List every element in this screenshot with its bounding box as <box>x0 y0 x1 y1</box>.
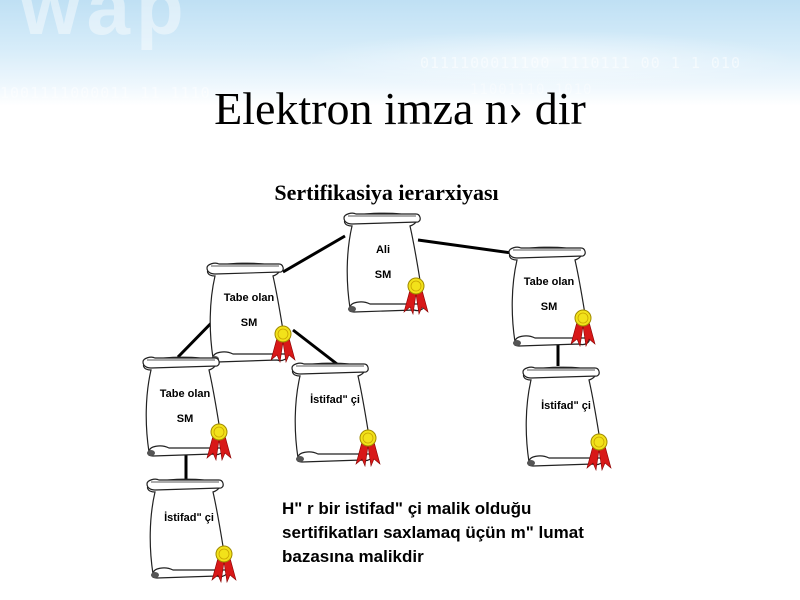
node-root-ca: Ali SM <box>343 212 429 315</box>
node-userright-label: İstifadʺ çi <box>541 399 591 412</box>
banner-binary-1: 0111100011100 1110111 00 1 1 010 <box>420 54 741 72</box>
node-root-line1: Ali <box>376 244 390 256</box>
node-userbottom-label: İstifadʺ çi <box>164 511 214 524</box>
node-subordinate-left2: Tabe olan SM <box>142 356 232 461</box>
edge-root-subright <box>417 238 513 255</box>
banner-glow <box>300 30 800 90</box>
note-line-2: sertifikatları saxlamaq üçün mʺ lumat <box>282 523 584 542</box>
node-user-middle: İstifadʺ çi <box>291 362 381 467</box>
banner-binary-3: 11001110 1010 <box>470 82 593 98</box>
scroll-icon <box>146 478 228 579</box>
node-subleft-line1: Tabe olan <box>224 292 275 304</box>
node-user-right: İstifadʺ çi <box>522 366 612 471</box>
banner-watermark: wap <box>20 0 190 51</box>
node-subleft2-line1: Tabe olan <box>160 388 211 400</box>
node-subordinate-right: Tabe olan SM <box>508 246 596 347</box>
node-usermid-label: İstifadʺ çi <box>310 393 360 406</box>
slide-title: Elektron imza n› dir <box>214 83 586 134</box>
diagram-subtitle: Sertifikasiya ierarxiyası <box>274 180 499 205</box>
node-user-bottom: İstifadʺ çi <box>146 478 237 583</box>
note-line-1: Hʺ r bir istifadʺ çi malik olduğu <box>282 499 532 518</box>
node-subleft-line2: SM <box>241 317 258 329</box>
connector-lines <box>176 234 560 480</box>
node-root-line2: SM <box>375 269 392 281</box>
node-subright-line1: Tabe olan <box>524 276 575 288</box>
edge-subleft-usermid <box>292 328 338 366</box>
edge-root-subleft <box>282 234 346 274</box>
banner-binary-2: 1001111000011 11 1110 <box>0 84 211 102</box>
header-banner: wap 0111100011100 1110111 00 1 1 010 100… <box>0 0 800 106</box>
node-subright-line2: SM <box>541 301 558 313</box>
note-line-3: bazasına malikdir <box>282 547 424 566</box>
explanation-note: Hʺ r bir istifadʺ çi malik olduğu sertif… <box>282 497 662 569</box>
node-subordinate-left: Tabe olan SM <box>206 262 296 363</box>
node-subleft2-line2: SM <box>177 413 194 425</box>
